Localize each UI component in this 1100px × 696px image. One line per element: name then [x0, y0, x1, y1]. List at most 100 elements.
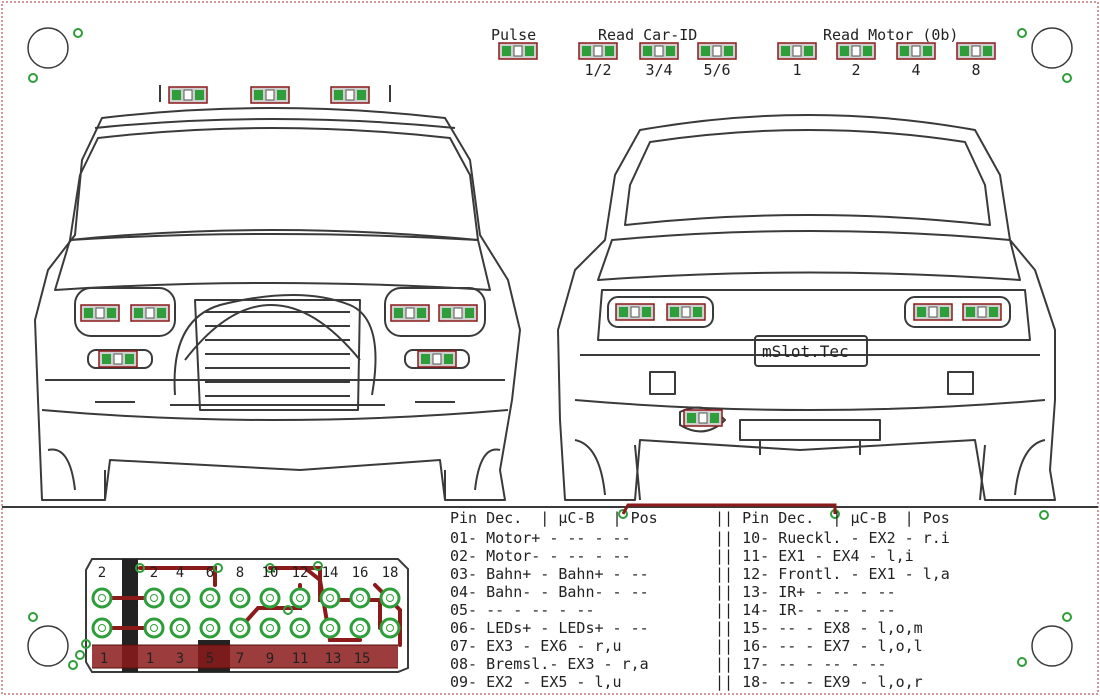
- motor-sublabel: 1: [792, 61, 801, 79]
- car-front-view: [34, 85, 521, 501]
- connector-pin-label-bottom: 5: [206, 651, 214, 667]
- connector-pad: [379, 617, 401, 639]
- connector-pin-label-bottom: 7: [236, 651, 244, 667]
- connector-pin-label-bottom: 3: [176, 651, 184, 667]
- pin-row-right: || 11- EX1 - EX4 - l,i: [715, 547, 914, 565]
- fog-right-led: [417, 350, 457, 368]
- pin-row-left: 05- -- - -- - --: [450, 601, 595, 619]
- connector-pad: [259, 617, 281, 639]
- connector-pad: [169, 587, 191, 609]
- connector-pad: [229, 617, 251, 639]
- car-id-led-1: [578, 42, 618, 60]
- pin-row-right: || 10- Rueckl. - EX2 - r.i: [715, 529, 950, 547]
- pin-row-left: 03- Bahn+ - Bahn+ - --: [450, 565, 649, 583]
- connector-pin-label-top: 8: [236, 565, 244, 581]
- connector-pad: [379, 587, 401, 609]
- pin-row-left: 08- Bremsl.- EX3 - r,a: [450, 655, 649, 673]
- headlight-right-led-2: [438, 304, 478, 322]
- fog-left-led: [98, 350, 138, 368]
- header-led-row: [498, 42, 996, 60]
- headlight-left-led-1: [80, 304, 120, 322]
- headlight-left-led-2: [130, 304, 170, 322]
- motor-sublabel: 2: [851, 61, 860, 79]
- pin-row-right: || 18- -- - EX9 - l,o,r: [715, 673, 923, 691]
- mounting-holes: [27, 27, 1073, 667]
- tail-left-led-1: [615, 303, 655, 321]
- pin-row-right: || 16- -- - EX7 - l,o,l: [715, 637, 923, 655]
- car-id-sublabel: 1/2: [584, 61, 611, 79]
- pin-table-left-header: Pin Dec. | µC-B | Pos: [450, 509, 658, 527]
- connector-board: [68, 558, 409, 673]
- roof-led-3: [330, 86, 370, 104]
- pulse-led: [498, 42, 538, 60]
- connector-pad: [259, 587, 281, 609]
- connector-pad: [199, 587, 221, 609]
- pin-row-left: 09- EX2 - EX5 - l,u: [450, 673, 622, 691]
- car-id-led-2: [639, 42, 679, 60]
- pin-table-right-column: || 10- Rueckl. - EX2 - r.i|| 11- EX1 - E…: [715, 529, 950, 691]
- pin-row-right: || 12- Frontl. - EX1 - l,a: [715, 565, 950, 583]
- connector-pin-label-top: 18: [382, 565, 399, 581]
- connector-pin-label-top: 2: [150, 565, 158, 581]
- connector-pad: [349, 587, 371, 609]
- car-id-sublabel: 3/4: [645, 61, 672, 79]
- connector-pad: [143, 587, 165, 609]
- jumper-trace: [621, 503, 837, 515]
- connector-pad: [289, 617, 311, 639]
- motor-led-2: [836, 42, 876, 60]
- connector-pin-label-top: 6: [206, 565, 214, 581]
- connector-pin-label-top: 12: [292, 565, 309, 581]
- connector-pad: [169, 617, 191, 639]
- connector-pad: [229, 587, 251, 609]
- connector-pin-label-top: 10: [262, 565, 279, 581]
- connector-pad: [199, 617, 221, 639]
- pin-table-right-header: || Pin Dec. | µC-B | Pos: [715, 509, 950, 527]
- pin-row-right: || 17- -- - -- - --: [715, 655, 887, 673]
- read-car-id-label: Read Car-ID: [598, 26, 697, 44]
- plate-led: [683, 409, 723, 427]
- car-rear-view: [557, 114, 1056, 501]
- motor-led-1: [777, 42, 817, 60]
- connector-pin-label-bottom: 9: [266, 651, 274, 667]
- motor-led-3: [896, 42, 936, 60]
- car-leds: [80, 86, 1002, 427]
- connector-pin-label-bottom: 11: [292, 651, 309, 667]
- connector-pin-label-top: 2: [98, 565, 106, 581]
- roof-led-2: [250, 86, 290, 104]
- via-markers: [28, 28, 1072, 667]
- tail-left-led-2: [666, 303, 706, 321]
- motor-sublabel: 4: [911, 61, 920, 79]
- connector-pin-label-bottom: 13: [325, 651, 342, 667]
- connector-pad: [143, 617, 165, 639]
- connector-pin-label-top: 14: [322, 565, 339, 581]
- read-motor-label: Read Motor (0b): [823, 26, 958, 44]
- pin-table-left-column: 01- Motor+ - -- - --02- Motor- - -- - --…: [450, 529, 649, 691]
- connector-pin-label-bottom: 15: [354, 651, 371, 667]
- motor-led-4: [956, 42, 996, 60]
- car-id-sublabel: 5/6: [703, 61, 730, 79]
- connector-pin-label-bottom: 1: [146, 651, 154, 667]
- connector-pad: [91, 617, 113, 639]
- pin-row-left: 01- Motor+ - -- - --: [450, 529, 631, 547]
- tail-right-led-2: [962, 303, 1002, 321]
- pin-row-left: 06- LEDs+ - LEDs+ - --: [450, 619, 649, 637]
- car-id-led-3: [697, 42, 737, 60]
- pin-row-right: || 15- -- - EX8 - l,o,m: [715, 619, 923, 637]
- pin-row-left: 02- Motor- - -- - --: [450, 547, 631, 565]
- pin-row-right: || 13- IR+ - -- - --: [715, 583, 896, 601]
- connector-pin-label-bottom: 1: [100, 651, 108, 667]
- connector-pad: [319, 617, 341, 639]
- pin-row-right: || 14- IR- - -- - --: [715, 601, 896, 619]
- pulse-label: Pulse: [491, 26, 536, 44]
- connector-pad: [349, 617, 371, 639]
- pin-row-left: 04- Bahn- - Bahn- - --: [450, 583, 649, 601]
- connector-pad: [289, 587, 311, 609]
- pin-row-left: 07- EX3 - EX6 - r,u: [450, 637, 622, 655]
- brand-label: mSlot.Tec: [762, 342, 849, 361]
- connector-pin-label-top: 16: [352, 565, 369, 581]
